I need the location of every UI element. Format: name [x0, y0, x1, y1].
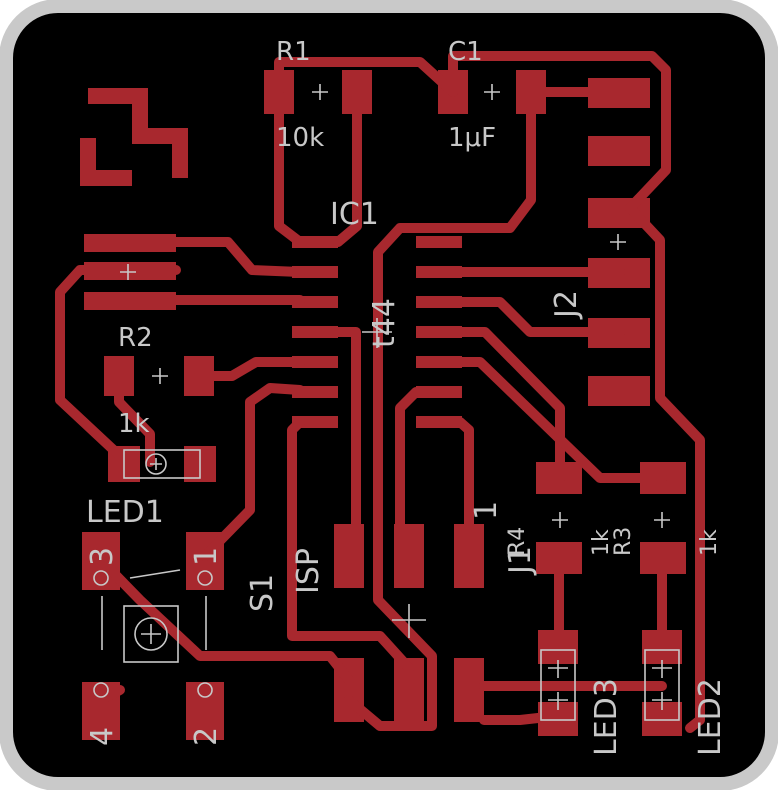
s1-center-cross	[141, 624, 161, 644]
trace-ic1-isp4	[287, 417, 414, 673]
s1-actuator	[134, 617, 168, 651]
ic1-name-label: IC1	[330, 197, 379, 232]
trace-r1-ic1b	[333, 105, 362, 247]
led3-outline	[540, 649, 576, 721]
trace-s1-4	[96, 685, 125, 715]
led1-outline	[123, 449, 201, 479]
trace-r1-c1	[274, 57, 458, 97]
j2-origin-cross	[610, 234, 626, 250]
j1-name-label: J1	[503, 546, 538, 576]
j2-name-label: J2	[549, 290, 584, 320]
ic1-pad-4	[292, 326, 338, 338]
trace-r2-ic1	[194, 357, 305, 381]
led3-name-label: LED3	[589, 678, 624, 756]
ic1-pad-9	[416, 386, 462, 398]
left-pad-3	[84, 292, 176, 310]
ic1-pad-13	[416, 266, 462, 278]
s1-name-label: S1	[245, 574, 280, 612]
j2-pad-2	[588, 136, 650, 166]
r2-name-label: R2	[118, 323, 153, 353]
s1-body	[123, 605, 179, 663]
trace-s1-isp	[96, 555, 354, 685]
trace-ic1-r3	[455, 357, 667, 483]
r4-origin-cross	[552, 512, 568, 528]
trace-ic1-j2-5	[455, 297, 625, 337]
trace-ic1-isp1	[455, 417, 474, 545]
ic1-origin-cross	[362, 318, 392, 348]
s1-pad-2	[186, 682, 224, 740]
c1-name-label: C1	[448, 37, 483, 67]
r4-name-label: R4	[505, 527, 530, 556]
r3-value-label: 1k	[697, 529, 722, 556]
r2-origin-cross	[152, 368, 168, 384]
led1-name-label: LED1	[86, 495, 164, 530]
left-pad-1	[84, 234, 176, 252]
led1-marker	[145, 453, 167, 475]
silkscreen-layer	[93, 84, 680, 721]
isp-origin-cross	[392, 604, 426, 638]
r4-value-label: 1k	[589, 529, 614, 556]
trace-s1-ic1	[200, 383, 305, 561]
trace-vcc-right	[448, 51, 705, 733]
r3-origin-cross	[654, 512, 670, 528]
ic1-pad-8	[416, 416, 462, 428]
s1-side-lines	[101, 596, 207, 650]
r1-name-label: R1	[276, 37, 311, 67]
ic1-pad-14	[416, 236, 462, 248]
ic1-pad-12	[416, 296, 462, 308]
trace-ic1-isp5	[333, 327, 361, 545]
left-origin-cross	[120, 264, 136, 280]
s1-pin3-label: 3	[85, 547, 120, 566]
s1-hole-4	[93, 682, 109, 698]
j2-pad-6	[588, 376, 650, 406]
ic1-pad-11	[416, 326, 462, 338]
s1-pin1-label: 1	[189, 547, 224, 566]
ic1-value-label: t44	[367, 298, 402, 348]
s1-hole-2	[197, 682, 213, 698]
isp-pin1-label: 1	[469, 501, 504, 520]
s1-hole-3	[93, 570, 109, 586]
trace-ic1-isp3	[395, 387, 421, 545]
s1-contact-line	[129, 569, 181, 579]
s1-pin2-label: 2	[189, 727, 224, 746]
ic1-pad-10	[416, 356, 462, 368]
trace-gnd-spine	[344, 105, 536, 731]
logo-mark	[88, 88, 188, 178]
trace-r2-led1	[114, 371, 155, 467]
s1-hole-1	[197, 570, 213, 586]
led2-name-label: LED2	[693, 678, 728, 756]
r2-value-label: 1k	[118, 409, 150, 439]
r1-origin-cross	[312, 84, 328, 100]
silkscreen-labels: R1 10k C1 1μF IC1 t44 J2 R2 1k LED1 S1 I…	[85, 37, 728, 756]
trace-led3-gnd	[479, 713, 543, 725]
c1-value-label: 1μF	[448, 123, 496, 153]
c1-origin-cross	[484, 84, 500, 100]
copper-layer	[80, 70, 686, 740]
copper-traces	[55, 51, 705, 733]
isp-name-label: ISP	[291, 548, 326, 594]
s1-pin4-label: 4	[85, 727, 120, 746]
trace-left1	[171, 237, 305, 277]
r1-value-label: 10k	[276, 123, 324, 153]
led2-outline	[644, 649, 680, 721]
trace-left2-led1	[55, 265, 181, 461]
isp-pad-2	[454, 658, 484, 722]
trace-r1-ic1	[274, 105, 305, 247]
r3-name-label: R3	[611, 527, 636, 556]
led3-marker	[548, 660, 568, 710]
logo-mark-lower	[80, 138, 132, 186]
led2-marker	[652, 660, 672, 710]
